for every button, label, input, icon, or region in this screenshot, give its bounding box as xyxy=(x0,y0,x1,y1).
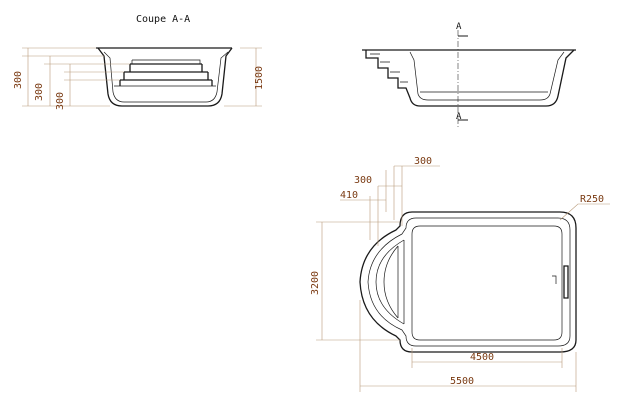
longitudinal-view: A A xyxy=(362,22,576,128)
drawing-title: Coupe A-A xyxy=(136,14,190,25)
section-dim-step2: 300 xyxy=(34,83,45,101)
plan-view: 300 300 410 3200 4500 5500 R250 xyxy=(310,156,610,392)
section-mark-top: A xyxy=(456,22,462,32)
section-dim-step1: 300 xyxy=(13,71,24,89)
plan-dim-width: 3200 xyxy=(310,271,321,295)
plan-dim-stair-inner: 300 xyxy=(354,175,372,186)
section-view: 300 300 300 1500 xyxy=(13,47,265,110)
plan-dim-stair-width: 410 xyxy=(340,190,358,201)
plan-dim-inner-length: 4500 xyxy=(470,352,494,363)
plan-dim-corner-radius: R250 xyxy=(580,194,604,205)
plan-dim-stair-offset: 300 xyxy=(414,156,432,167)
plan-dim-total-length: 5500 xyxy=(450,376,474,387)
section-dim-depth: 1500 xyxy=(254,66,265,90)
section-dim-step3: 300 xyxy=(55,92,66,110)
section-mark-bottom: A xyxy=(456,112,462,122)
